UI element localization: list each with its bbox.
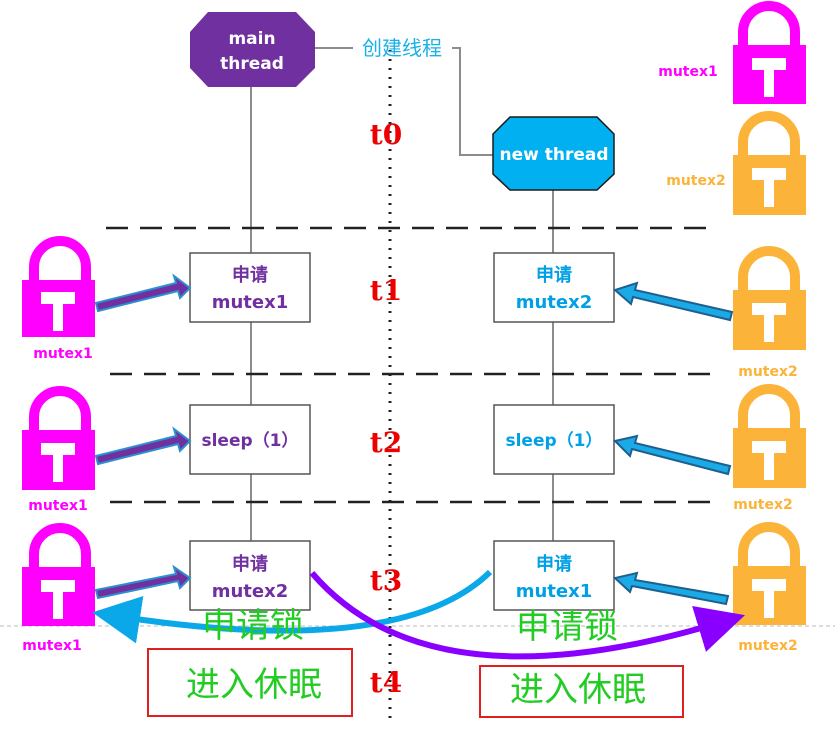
request-curve-purple — [309, 571, 745, 660]
time-t3: t3 — [370, 564, 402, 597]
main-step-2-line1: sleep（1） — [201, 430, 298, 451]
lock-icon-left-3 — [22, 523, 95, 626]
create-thread-connector-2 — [452, 47, 493, 156]
acquire-arrow-left-1 — [94, 273, 192, 313]
lock-label-left-1: mutex1 — [33, 346, 93, 362]
sleep-box-right — [479, 665, 684, 718]
lock-label-left-3: mutex1 — [22, 638, 82, 654]
main-thread-label-line1: main — [228, 29, 275, 49]
request-curve-blue — [92, 569, 493, 644]
new-thread-node — [492, 116, 615, 191]
time-t1: t1 — [370, 274, 402, 307]
new-step-1-line2: mutex2 — [516, 292, 593, 313]
lock-label-top-mutex2: mutex2 — [666, 173, 726, 189]
acquire-arrow-right-3 — [612, 571, 730, 606]
main-thread-label-line2: thread — [220, 54, 284, 74]
main-step-1-line1: 申请 — [232, 264, 268, 286]
acquire-arrow-left-2 — [94, 426, 192, 466]
main-thread-node — [190, 12, 315, 87]
lock-icon-right-3 — [733, 522, 806, 625]
new-step-3-line2: mutex1 — [516, 581, 593, 602]
lock-icon-left-1 — [22, 236, 95, 337]
sleep-box-right-label: 进入休眠 — [510, 670, 646, 710]
main-step-3-line1: 申请 — [232, 553, 268, 575]
main-step-2-box — [189, 404, 311, 475]
sleep-box-left — [147, 648, 353, 717]
lock-label-right-3: mutex2 — [738, 638, 798, 654]
time-t4: t4 — [370, 666, 402, 699]
lock-icon-top-mutex1 — [733, 1, 806, 104]
main-step-3-box — [189, 540, 311, 611]
acquire-arrow-right-2 — [613, 434, 732, 476]
main-step-3-line2: mutex2 — [212, 581, 289, 602]
acquire-arrow-left-3 — [94, 564, 192, 600]
lock-icon-top-mutex2 — [733, 111, 806, 215]
new-thread-label: new thread — [499, 145, 608, 165]
acquire-arrow-right-1 — [613, 281, 734, 322]
lock-label-left-2: mutex1 — [28, 498, 88, 514]
lock-label-right-1: mutex2 — [738, 364, 798, 380]
sleep-box-left-label: 进入休眠 — [186, 665, 322, 705]
new-step-2-line1: sleep（1） — [505, 430, 602, 451]
lock-icon-right-2 — [733, 384, 806, 488]
lock-icon-right-1 — [733, 246, 806, 350]
request-lock-right-label: 申请锁 — [516, 607, 618, 647]
new-step-1-line1: 申请 — [536, 264, 572, 286]
main-step-1-line2: mutex1 — [212, 292, 289, 313]
new-step-1-box — [493, 252, 615, 323]
request-lock-left-label: 申请锁 — [202, 606, 304, 646]
lock-label-top-mutex1: mutex1 — [658, 64, 718, 80]
create-thread-label: 创建线程 — [362, 36, 442, 60]
time-t0: t0 — [370, 118, 402, 151]
lock-label-right-2: mutex2 — [733, 497, 793, 513]
time-t2: t2 — [370, 426, 402, 459]
lock-icon-left-2 — [22, 386, 95, 490]
new-step-3-line1: 申请 — [536, 553, 572, 575]
new-step-2-box — [493, 404, 615, 475]
new-step-3-box — [493, 540, 615, 611]
